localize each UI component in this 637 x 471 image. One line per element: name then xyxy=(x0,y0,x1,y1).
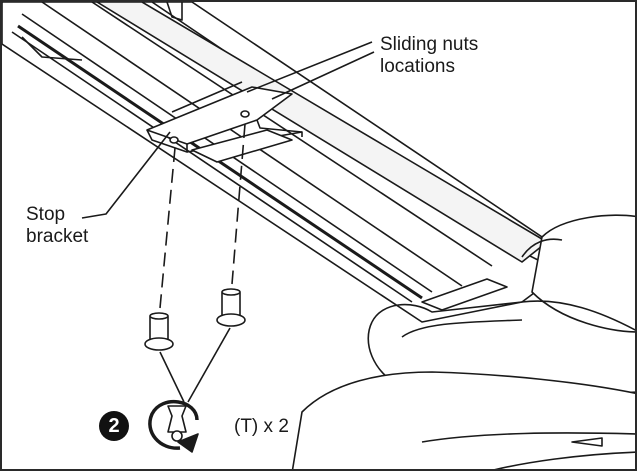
sliding-nuts xyxy=(191,129,508,311)
callout-leaders xyxy=(81,41,375,219)
stop-bracket-label-line2: bracket xyxy=(26,226,89,247)
sliding-nuts-label-line1: Sliding nuts xyxy=(380,34,479,55)
screw-right xyxy=(216,288,246,327)
sliding-nuts-callout: Sliding nuts locations xyxy=(380,34,478,78)
torque-wrench-icon xyxy=(148,399,199,453)
motor-body xyxy=(291,371,635,469)
stop-bracket-callout: Stop bracket xyxy=(26,204,88,248)
stop-bracket-shape xyxy=(146,81,303,153)
sliding-nuts-label-line2: locations xyxy=(380,56,455,77)
dashed-guides xyxy=(159,123,246,309)
end-cap-housing xyxy=(367,214,635,397)
stop-bracket-label-line1: Stop xyxy=(26,204,66,225)
tool-leaders xyxy=(159,327,231,403)
step-number-badge: 2 xyxy=(99,411,129,441)
quantity-label: (T) x 2 xyxy=(234,416,289,437)
screw-left xyxy=(144,312,174,351)
